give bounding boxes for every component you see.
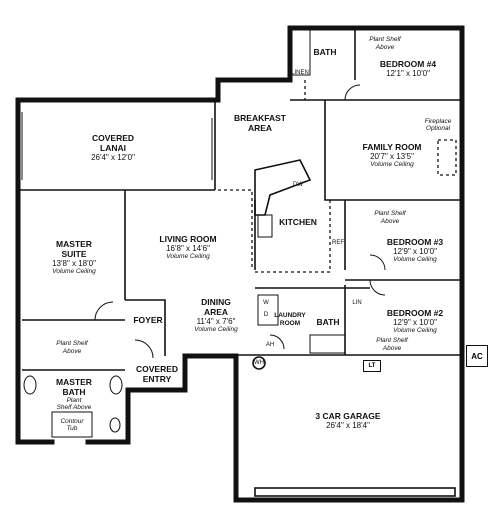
breakfast-area-label-1: BREAKFAST bbox=[234, 113, 286, 123]
bedroom2-dims: 12'9" x 10'0" bbox=[393, 318, 437, 327]
dishwasher-label: DW bbox=[293, 182, 303, 188]
garage-door bbox=[254, 487, 456, 497]
fireplace-label-2: Optional bbox=[425, 125, 451, 132]
bedroom3-shelf-2: Above bbox=[380, 218, 400, 225]
covered-lanai-dims: 26'4" x 12'0" bbox=[91, 153, 135, 162]
garage-dims: 26'4" x 18'4" bbox=[326, 421, 370, 430]
master-suite-label-1: MASTER bbox=[56, 239, 92, 249]
bath-fixtures bbox=[23, 29, 346, 438]
bedroom3-name: BEDROOM #3 bbox=[386, 237, 444, 247]
family-room-name: FAMILY ROOM bbox=[362, 142, 422, 152]
master-suite-dims: 13'8" x 18'0" bbox=[52, 259, 96, 268]
living-room-ceiling: Volume Ceiling bbox=[166, 253, 210, 260]
kitchen-counter bbox=[254, 159, 312, 238]
laundry-label-1: LAUNDRY bbox=[274, 312, 306, 319]
fireplace-symbol bbox=[437, 139, 457, 176]
bedroom3-ceiling: Volume Ceiling bbox=[393, 256, 437, 263]
bedroom4-dims: 12'1" x 10'0" bbox=[386, 69, 430, 78]
contour-tub-label-2: Tub bbox=[66, 425, 78, 432]
refrigerator-label: REF bbox=[332, 240, 344, 246]
master-suite-ceiling: Volume Ceiling bbox=[52, 268, 96, 275]
air-handler-label: AH bbox=[265, 342, 275, 348]
ac-unit-box: AC bbox=[466, 345, 488, 367]
water-heater-symbol bbox=[252, 356, 266, 370]
master-bath-label-2: BATH bbox=[62, 387, 86, 397]
family-room-ceiling: Volume Ceiling bbox=[370, 161, 414, 168]
contour-tub-label-1: Contour bbox=[60, 418, 84, 425]
dryer-label: D bbox=[263, 312, 269, 318]
master-shelf-1: Plant Shelf bbox=[56, 340, 88, 347]
dining-area-ceiling: Volume Ceiling bbox=[194, 326, 238, 333]
dining-area-label-2: AREA bbox=[203, 307, 229, 317]
bedroom3-dims: 12'9" x 10'0" bbox=[393, 247, 437, 256]
fireplace-label-1: Fireplace bbox=[424, 118, 452, 125]
interior-walls bbox=[18, 28, 462, 371]
water-heater-label: WH bbox=[254, 360, 264, 366]
laundry-label-2: ROOM bbox=[279, 320, 301, 327]
bedroom2-name: BEDROOM #2 bbox=[386, 308, 444, 318]
bedroom4-name: BEDROOM #4 bbox=[379, 59, 437, 69]
bedroom2-shelf-1: Plant Shelf bbox=[376, 337, 408, 344]
family-room-dims: 20'7" x 13'5" bbox=[370, 152, 414, 161]
foyer-label: FOYER bbox=[133, 315, 163, 325]
breakfast-area-label-2: AREA bbox=[247, 123, 273, 133]
kitchen-label: KITCHEN bbox=[279, 217, 317, 227]
bedroom3-shelf-1: Plant Shelf bbox=[374, 210, 406, 217]
lt-box: LT bbox=[363, 360, 381, 372]
dining-area-dims: 11'4" x 7'6" bbox=[196, 317, 236, 326]
master-suite-label-2: SUITE bbox=[61, 249, 87, 259]
linen-closet-label: LIN bbox=[352, 300, 362, 306]
bedroom2-ceiling: Volume Ceiling bbox=[393, 327, 437, 334]
master-bath-shelf-2: Shelf Above bbox=[56, 404, 92, 411]
covered-entry-label-1: COVERED bbox=[135, 364, 179, 374]
living-room-dims: 16'8" x 14'6" bbox=[166, 244, 210, 253]
covered-lanai-label-1: COVERED bbox=[91, 133, 135, 143]
washer-label: W bbox=[263, 300, 269, 306]
lanai-openings bbox=[21, 112, 213, 180]
covered-entry-label-2: ENTRY bbox=[142, 374, 172, 384]
linen-label: LINEN bbox=[291, 70, 309, 76]
master-bath-label-1: MASTER bbox=[56, 377, 92, 387]
door-swings bbox=[94, 84, 386, 359]
bedroom2-shelf-2: Above bbox=[382, 345, 402, 352]
covered-lanai-label-2: LANAI bbox=[100, 143, 126, 153]
bath2-label: BATH bbox=[316, 317, 340, 327]
living-room-name: LIVING ROOM bbox=[159, 234, 217, 244]
master-bath-shelf-1: Plant bbox=[66, 397, 82, 404]
dining-area-label-1: DINING bbox=[201, 297, 231, 307]
garage-name: 3 CAR GARAGE bbox=[315, 411, 381, 421]
bedroom4-shelf-1: Plant Shelf bbox=[369, 36, 401, 43]
master-shelf-2: Above bbox=[62, 348, 82, 355]
exterior-walls bbox=[15, 25, 465, 503]
bath-top-label: BATH bbox=[313, 47, 337, 57]
bedroom4-shelf-2: Above bbox=[375, 44, 395, 51]
